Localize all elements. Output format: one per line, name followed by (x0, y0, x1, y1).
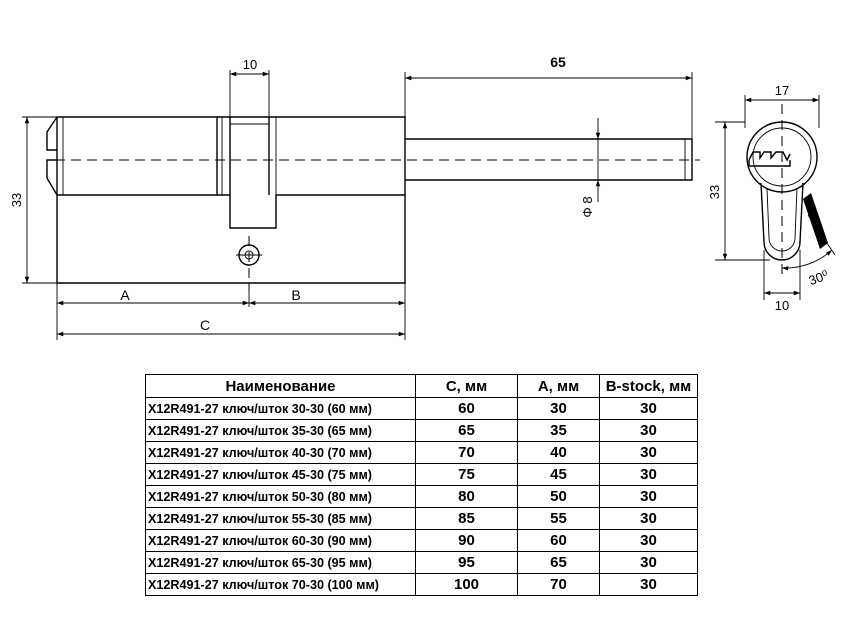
cell-b-stock: 30 (599, 463, 698, 486)
dim-c: C (57, 317, 405, 337)
dim-a-b: A B (56, 283, 406, 340)
cell-a: 60 (517, 529, 600, 552)
dim-a-label: A (120, 287, 130, 303)
header-b-stock: B-stock, мм (599, 374, 698, 398)
cell-a: 70 (517, 573, 600, 596)
cell-name: X12R491-27 ключ/шток 45-30 (75 мм) (145, 463, 416, 486)
dim-top-width-label: 10 (243, 57, 257, 72)
cell-c: 70 (415, 441, 518, 464)
cell-b-stock: 30 (599, 485, 698, 508)
side-view: 17 33 10 30⁰ (707, 83, 836, 313)
side-bottom-label: 10 (775, 298, 789, 313)
cell-name: X12R491-27 ключ/шток 50-30 (80 мм) (145, 485, 416, 508)
cell-b-stock: 30 (599, 507, 698, 530)
cell-c: 90 (415, 529, 518, 552)
side-height-label: 33 (707, 185, 722, 199)
cell-b-stock: 30 (599, 419, 698, 442)
cell-a: 35 (517, 419, 600, 442)
spec-table: Наименование C, мм A, мм B-stock, мм X12… (145, 374, 698, 596)
cell-b-stock: 30 (599, 573, 698, 596)
cylinder-body (46, 116, 406, 284)
cell-c: 75 (415, 463, 518, 486)
cell-a: 50 (517, 485, 600, 508)
screw-hole (236, 236, 262, 290)
dim-top-width: 10 (229, 57, 270, 117)
dim-height-label: 33 (9, 193, 24, 207)
cell-a: 55 (517, 507, 600, 530)
cell-c: 60 (415, 397, 518, 420)
header-c: C, мм (415, 374, 518, 398)
cell-name: X12R491-27 ключ/шток 55-30 (85 мм) (145, 507, 416, 530)
side-width-label: 17 (775, 83, 789, 98)
cell-c: 65 (415, 419, 518, 442)
dim-key-length: 65 (404, 54, 693, 139)
cell-name: X12R491-27 ключ/шток 65-30 (95 мм) (145, 551, 416, 574)
cell-a: 65 (517, 551, 600, 574)
cell-b-stock: 30 (599, 441, 698, 464)
header-name: Наименование (145, 374, 416, 398)
cell-name: X12R491-27 ключ/шток 60-30 (90 мм) (145, 529, 416, 552)
cell-a: 40 (517, 441, 600, 464)
cell-b-stock: 30 (599, 529, 698, 552)
cell-b-stock: 30 (599, 551, 698, 574)
cell-c: 80 (415, 485, 518, 508)
cell-c: 100 (415, 573, 518, 596)
table-header-row: Наименование C, мм A, мм B-stock, мм (145, 374, 698, 398)
cell-name: X12R491-27 ключ/шток 40-30 (70 мм) (145, 441, 416, 464)
dim-pin-diameter-label: Φ 8 (580, 196, 595, 217)
cell-b-stock: 30 (599, 397, 698, 420)
cell-c: 95 (415, 551, 518, 574)
side-angle-label: 30⁰ (807, 267, 831, 288)
cell-name: X12R491-27 ключ/шток 30-30 (60 мм) (145, 397, 416, 420)
dim-key-length-label: 65 (550, 54, 566, 70)
header-a: A, мм (517, 374, 600, 398)
cell-name: X12R491-27 ключ/шток 70-30 (100 мм) (145, 573, 416, 596)
cell-a: 30 (517, 397, 600, 420)
dim-pin-diameter: Φ 8 (580, 118, 601, 218)
cell-c: 85 (415, 507, 518, 530)
cell-name: X12R491-27 ключ/шток 35-30 (65 мм) (145, 419, 416, 442)
cell-a: 45 (517, 463, 600, 486)
dim-height: 33 (9, 116, 57, 284)
dim-b-label: B (291, 287, 300, 303)
cylinder-drawing: 10 65 33 Φ 8 A B C (9, 54, 836, 340)
dim-c-label: C (200, 317, 210, 333)
